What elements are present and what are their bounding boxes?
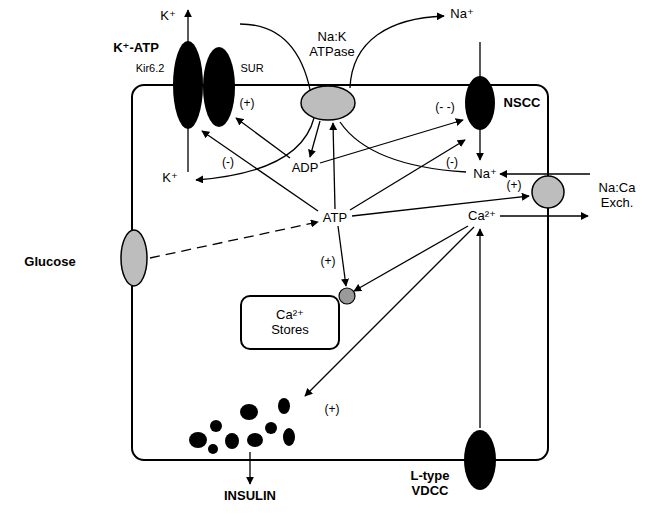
insulin-granule [283,428,295,446]
channel-name-holder: L-type VDCC [405,469,455,499]
calcium-to-granules-arrow [305,227,474,396]
atpase-to-adp-arrow [310,121,320,157]
glucose-metabolism-arrow [150,222,318,258]
channel-name: L-type VDCC [405,469,455,499]
calcium-pump [339,288,355,304]
substrate-name: Glucose [24,255,75,270]
insulin-granule [247,433,263,447]
na-ca-exchanger: Na:Ca Exch. [528,172,645,213]
l-type-vdcc: L-type VDCC [403,426,500,501]
membrane-protein [203,47,235,127]
effect-sign: (- -) [435,101,454,115]
subunit-name: SUR [240,62,263,75]
ion-label: Na⁺ [473,167,496,182]
membrane-protein [301,86,355,120]
adp-to-nscc-arrow [320,120,463,163]
effect-sign-holder: (+) [240,97,255,111]
molecule-label: ATP [323,211,347,226]
k-atp-channel-shape [171,39,237,131]
effect-sign: (+) [507,179,522,193]
molecule-label: ADP [292,161,319,176]
nscc-channel-shape [463,74,497,132]
effect-sign: (+) [240,97,255,111]
atp-to-nscc-arrow [350,140,465,210]
atp-to-atpase-arrow [333,123,335,209]
effect-sign-holder: (-) [222,156,234,170]
sodium-extrusion-line [340,122,466,172]
membrane-protein [532,176,564,208]
insulin-granule [225,433,239,449]
potassium-uptake-line [240,24,312,100]
ion-label-holder: Ca²⁺ [468,209,496,224]
ion-label-holder: K⁺ [162,171,178,186]
adp-to-sur-arrow [236,118,290,158]
cell-membrane [132,85,548,460]
membrane-protein [465,76,495,130]
sodium-extrusion-arrow [350,16,444,88]
calcium-to-stores-arrow [354,226,468,291]
na-k-atpase-shape [299,84,357,122]
atp-to-kir-arrow [202,131,318,211]
insulin-granule [265,422,277,434]
exchanger-name: Na:Ca Exch. [591,181,643,211]
glucose-transporter: Glucose [22,226,151,290]
ion-label-holder: K⁺ [160,9,176,24]
membrane-protein [121,230,147,286]
atp-to-exchanger-arrow [352,196,529,216]
pump-name-holder: Na:K ATPase [303,30,361,60]
pump-name: Na:K ATPase [303,30,361,60]
molecule-label-holder: ADP [292,161,319,176]
compartment-name: Ca²⁺ Stores [265,308,315,338]
membrane-protein [173,41,203,129]
effect-sign-holder: (+) [321,255,336,269]
calcium-stores: Ca²⁺ Stores [240,295,340,350]
ion-label: K⁺ [162,171,178,186]
insulin-granule [278,398,290,414]
exchanger-calcium-arrow [500,215,588,216]
insulin-granule [208,444,218,454]
channel-name: K⁺-ATP [113,41,159,56]
ion-label: K⁺ [160,9,176,24]
nscc-channel: NSCC [461,72,543,134]
insulin-release-arrow [249,452,250,484]
output-label: INSULIN [224,489,276,504]
insulin-granule [240,404,258,420]
ion-label: Ca²⁺ [468,209,496,224]
ion-label-holder: Na⁺ [450,7,473,22]
ion-label-holder: Na⁺ [473,167,496,182]
subunit-name-holder: SUR [240,62,263,75]
channel-name-holder: NSCC [504,96,541,111]
subunit-name-holder: Kir6.2 [136,62,165,75]
effect-sign-holder: (- -) [435,101,454,115]
insulin-granule [189,432,207,448]
exchanger-name-holder: Na:Ca Exch. [591,181,643,211]
ion-label: Na⁺ [450,7,473,22]
effect-sign-holder: (+) [507,179,522,193]
channel-name-holder: K⁺-ATP [113,41,159,56]
l-type-vdcc-shape [462,428,498,492]
atp-to-pump-arrow [338,226,346,286]
na-k-atpase: Na:K ATPase [297,28,363,124]
exchanger-sodium-arrow [500,173,590,174]
substrate-name-holder: Glucose [24,255,75,270]
effect-sign: (-) [446,156,458,170]
membrane-protein [464,430,496,490]
k-atp-channel: K⁺-ATP Kir6.2 SUR [111,37,266,133]
effect-sign: (+) [321,255,336,269]
effect-sign-holder: (-) [446,156,458,170]
effect-sign: (+) [325,403,340,417]
effect-sign-holder: (+) [325,403,340,417]
insulin-granule [210,420,222,432]
effect-sign: (-) [222,156,234,170]
calcium-influx-arrow [479,229,480,428]
channel-name: NSCC [504,96,541,111]
glucose-transporter-shape [119,228,149,288]
na-ca-exchanger-shape [530,174,566,210]
molecule-label-holder: ATP [323,211,347,226]
output-label-holder: INSULIN [224,489,276,504]
subunit-name: Kir6.2 [136,62,165,75]
